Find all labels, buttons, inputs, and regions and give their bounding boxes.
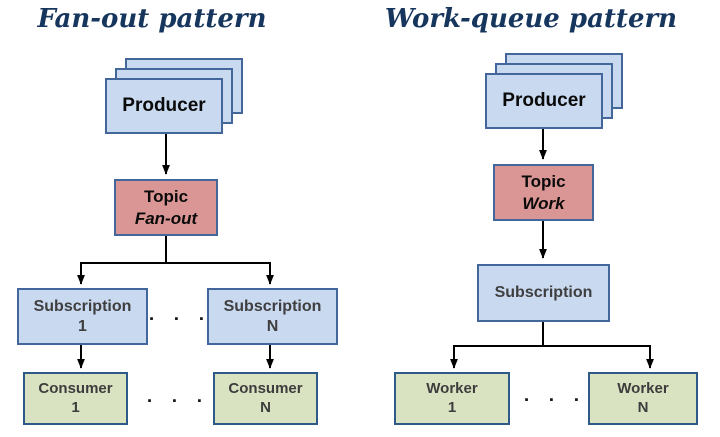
fanout-producer-box: Producer: [105, 78, 223, 134]
fanout-topic-label: Topic: [143, 187, 189, 207]
workqueue-title: Work-queue pattern: [384, 4, 678, 34]
fanout-producer-label: Producer: [122, 95, 206, 117]
subscription-label: Subscription: [33, 297, 132, 315]
fanout-consumer-1-box: Consumer 1: [23, 372, 128, 425]
worker-index: N: [637, 398, 649, 416]
subscription-label: Subscription: [223, 297, 322, 315]
workqueue-topic-name: Work: [522, 193, 565, 213]
workqueue-subscription-box: Subscription: [477, 264, 610, 322]
consumer-index: 1: [71, 398, 80, 416]
subscription-index: 1: [78, 317, 87, 335]
workqueue-topic-box: Topic Work: [493, 164, 594, 221]
fanout-subscription-1-box: Subscription 1: [17, 288, 148, 345]
workqueue-topic-label: Topic: [521, 172, 566, 192]
fanout-title: Fan-out pattern: [37, 4, 267, 34]
consumer-label: Consumer: [38, 379, 113, 397]
worker-label: Worker: [617, 379, 669, 397]
fanout-consumer-n-box: Consumer N: [213, 372, 318, 425]
workqueue-worker-1-box: Worker 1: [394, 372, 510, 425]
fanout-subscriptions-ellipsis: ▪ ▪ ▪: [149, 313, 213, 325]
workqueue-workers-ellipsis: ▪ ▪ ▪: [524, 394, 588, 406]
worker-label: Worker: [426, 379, 478, 397]
workqueue-producer-label: Producer: [502, 90, 586, 112]
fanout-consumers-ellipsis: ▪ ▪ ▪: [147, 395, 211, 407]
workqueue-producer-box: Producer: [485, 73, 603, 129]
fanout-topic-box: Topic Fan-out: [114, 179, 218, 236]
subscription-label: Subscription: [494, 284, 593, 301]
fanout-subscription-n-box: Subscription N: [207, 288, 338, 345]
workqueue-worker-n-box: Worker N: [588, 372, 698, 425]
consumer-index: N: [260, 398, 271, 416]
worker-index: 1: [447, 398, 457, 416]
consumer-label: Consumer: [228, 379, 303, 397]
fanout-topic-name: Fan-out: [134, 208, 198, 228]
subscription-index: N: [266, 317, 279, 335]
